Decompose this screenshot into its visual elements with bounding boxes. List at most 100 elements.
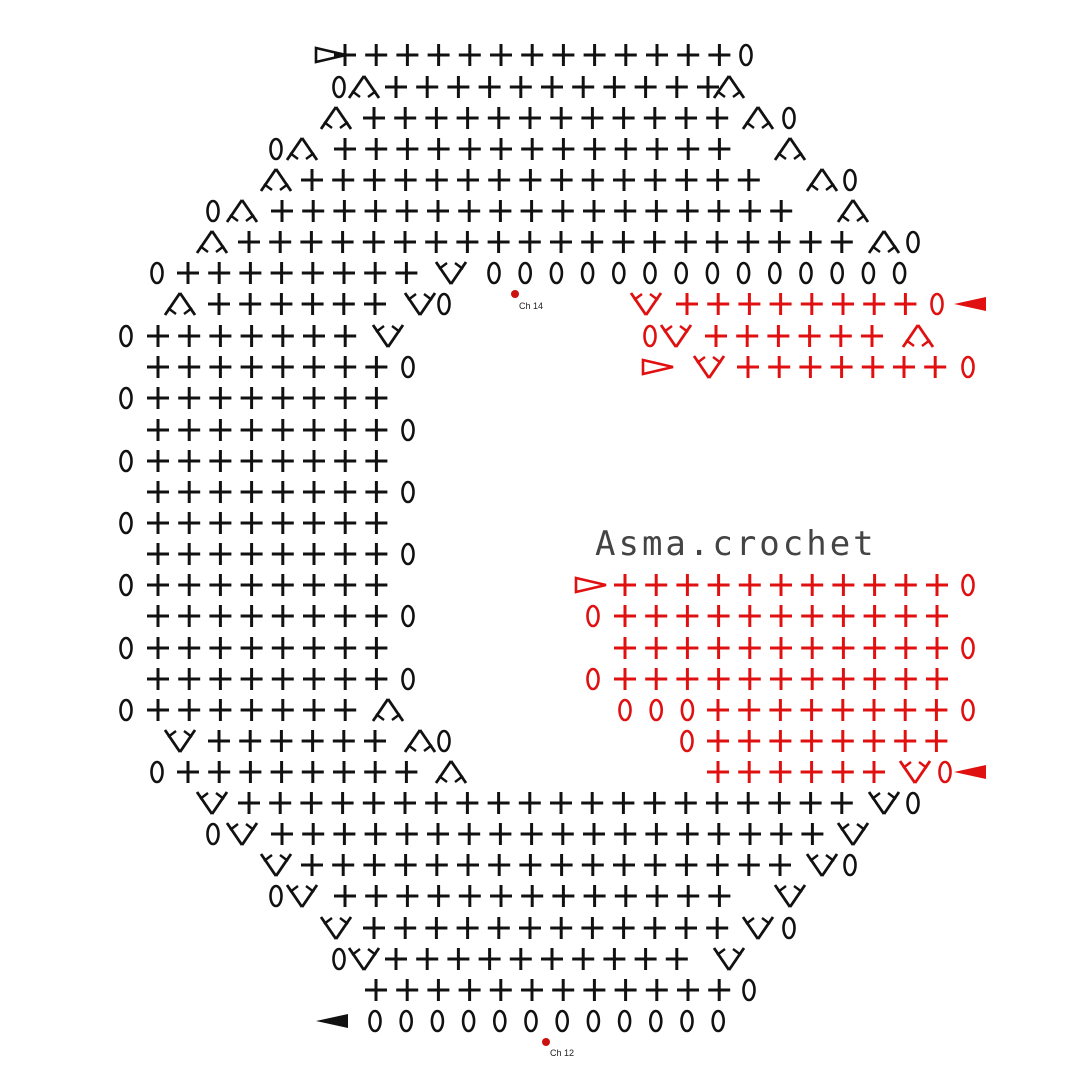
single-crochet-symbol bbox=[365, 885, 388, 907]
single-crochet-symbol bbox=[334, 605, 357, 627]
chain-symbol bbox=[401, 480, 415, 504]
single-crochet-symbol bbox=[676, 637, 699, 659]
single-crochet-symbol bbox=[581, 107, 604, 129]
single-crochet-symbol bbox=[518, 231, 541, 253]
single-crochet-symbol bbox=[769, 699, 792, 721]
single-crochet-symbol bbox=[395, 761, 418, 783]
single-crochet-symbol bbox=[832, 293, 854, 315]
single-crochet-symbol bbox=[365, 138, 388, 160]
single-crochet-symbol bbox=[270, 730, 293, 752]
chain-symbol bbox=[930, 292, 944, 316]
single-crochet-symbol bbox=[240, 668, 263, 690]
single-crochet-symbol bbox=[334, 574, 357, 596]
single-crochet-symbol bbox=[801, 637, 824, 659]
single-crochet-symbol bbox=[643, 917, 666, 939]
single-crochet-symbol bbox=[333, 823, 356, 845]
single-crochet-symbol bbox=[581, 917, 604, 939]
single-crochet-symbol bbox=[240, 387, 263, 409]
single-crochet-symbol bbox=[270, 293, 293, 315]
single-crochet-symbol bbox=[178, 450, 201, 472]
single-crochet-symbol bbox=[926, 574, 948, 596]
single-crochet-symbol bbox=[271, 637, 294, 659]
chain-symbol bbox=[401, 355, 415, 379]
single-crochet-symbol bbox=[488, 169, 511, 191]
single-crochet-symbol bbox=[425, 792, 448, 814]
single-crochet-symbol bbox=[300, 792, 323, 814]
single-crochet-symbol bbox=[271, 419, 294, 441]
single-crochet-symbol bbox=[894, 730, 917, 752]
chain-symbol bbox=[368, 1009, 382, 1033]
single-crochet-symbol bbox=[581, 231, 604, 253]
increase-symbol bbox=[773, 884, 807, 908]
single-crochet-symbol bbox=[676, 605, 699, 627]
chain-symbol bbox=[586, 667, 600, 691]
single-crochet-symbol bbox=[832, 605, 855, 627]
single-crochet-symbol bbox=[645, 979, 668, 1001]
single-crochet-symbol bbox=[550, 854, 573, 876]
single-crochet-symbol bbox=[363, 107, 385, 129]
single-crochet-symbol bbox=[147, 356, 169, 378]
single-crochet-symbol bbox=[614, 605, 636, 627]
single-crochet-symbol bbox=[707, 200, 730, 222]
single-crochet-symbol bbox=[456, 917, 479, 939]
single-crochet-symbol bbox=[363, 854, 386, 876]
single-crochet-symbol bbox=[707, 668, 730, 690]
increase-symbol bbox=[319, 916, 353, 940]
increase-symbol bbox=[692, 355, 726, 379]
single-crochet-symbol bbox=[676, 293, 698, 315]
single-crochet-symbol bbox=[894, 637, 917, 659]
single-crochet-symbol bbox=[829, 325, 852, 347]
single-crochet-symbol bbox=[799, 792, 822, 814]
single-crochet-symbol bbox=[334, 637, 357, 659]
single-crochet-symbol bbox=[541, 948, 563, 970]
chain-symbol bbox=[782, 106, 796, 130]
single-crochet-symbol bbox=[706, 169, 729, 191]
single-crochet-symbol bbox=[706, 792, 728, 814]
end-marker-symbol bbox=[316, 1014, 348, 1028]
single-crochet-symbol bbox=[147, 699, 169, 721]
single-crochet-symbol bbox=[707, 761, 729, 783]
single-crochet-symbol bbox=[645, 823, 668, 845]
single-crochet-symbol bbox=[830, 792, 853, 814]
single-crochet-symbol bbox=[675, 169, 698, 191]
single-crochet-symbol bbox=[270, 761, 293, 783]
single-crochet-symbol bbox=[769, 854, 791, 876]
single-crochet-symbol bbox=[240, 699, 263, 721]
single-crochet-symbol bbox=[893, 356, 915, 378]
increase-symbol bbox=[629, 292, 663, 316]
single-crochet-symbol bbox=[271, 325, 294, 347]
decrease-symbol bbox=[319, 106, 353, 130]
single-crochet-symbol bbox=[303, 512, 325, 534]
single-crochet-symbol bbox=[303, 450, 325, 472]
single-crochet-symbol bbox=[427, 138, 450, 160]
chain-symbol bbox=[555, 1009, 570, 1033]
single-crochet-symbol bbox=[552, 885, 575, 907]
single-crochet-symbol bbox=[861, 356, 884, 378]
chain-symbol bbox=[119, 636, 133, 660]
single-crochet-symbol bbox=[894, 668, 917, 690]
single-crochet-symbol bbox=[800, 293, 823, 315]
chain-symbol bbox=[961, 698, 975, 722]
chain-symbol bbox=[961, 636, 975, 660]
single-crochet-symbol bbox=[447, 76, 470, 98]
decrease-symbol bbox=[403, 729, 437, 753]
single-crochet-symbol bbox=[396, 979, 419, 1001]
single-crochet-symbol bbox=[303, 325, 325, 347]
single-crochet-symbol bbox=[178, 419, 201, 441]
single-crochet-symbol bbox=[581, 854, 604, 876]
chain-symbol bbox=[782, 916, 796, 940]
single-crochet-symbol bbox=[178, 356, 201, 378]
single-crochet-symbol bbox=[238, 231, 260, 253]
single-crochet-symbol bbox=[416, 76, 439, 98]
single-crochet-symbol bbox=[926, 668, 948, 690]
single-crochet-symbol bbox=[365, 419, 388, 441]
single-crochet-symbol bbox=[676, 574, 699, 596]
single-crochet-symbol bbox=[737, 231, 760, 253]
single-crochet-symbol bbox=[456, 792, 479, 814]
single-crochet-symbol bbox=[521, 979, 543, 1001]
single-crochet-symbol bbox=[270, 262, 293, 284]
single-crochet-symbol bbox=[488, 854, 511, 876]
single-crochet-symbol bbox=[334, 699, 357, 721]
single-crochet-symbol bbox=[863, 668, 886, 690]
single-crochet-symbol bbox=[645, 668, 668, 690]
